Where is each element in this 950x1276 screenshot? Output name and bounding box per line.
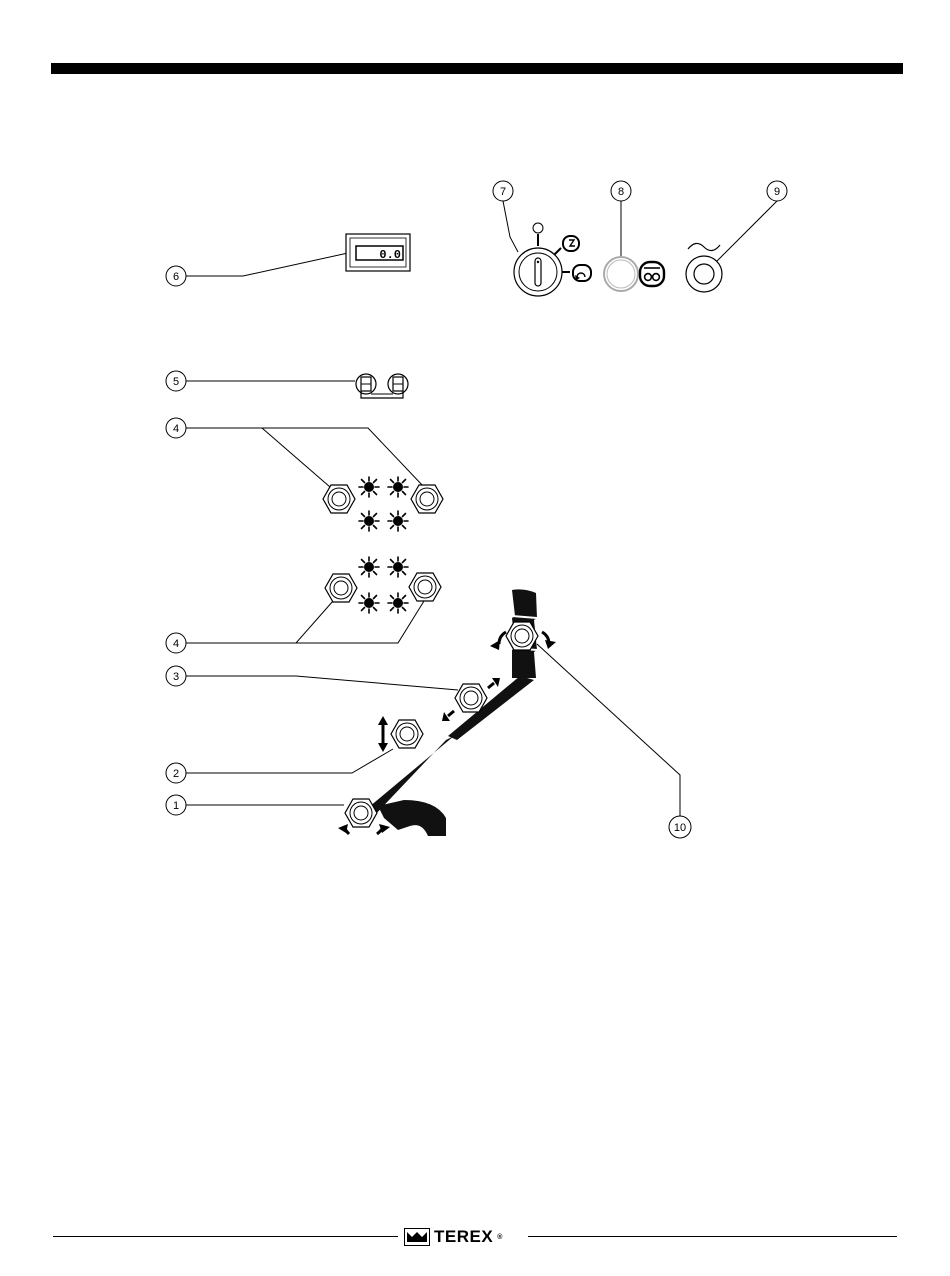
hour-meter-reading: 0.0 bbox=[379, 248, 401, 262]
base-rotate-button[interactable] bbox=[345, 799, 377, 827]
svg-text:2: 2 bbox=[173, 768, 179, 780]
work-light-icons-lower bbox=[359, 557, 408, 613]
leader-lines bbox=[186, 201, 777, 816]
work-light-icons-upper bbox=[359, 477, 408, 531]
svg-text:1: 1 bbox=[173, 800, 179, 812]
svg-text:4: 4 bbox=[173, 423, 179, 435]
callout-4-lower: 4 bbox=[166, 633, 186, 653]
svg-text:9: 9 bbox=[774, 186, 780, 198]
engine-start-icon bbox=[573, 265, 591, 281]
callout-5: 5 bbox=[166, 371, 186, 391]
svg-text:10: 10 bbox=[674, 822, 686, 834]
svg-text:7: 7 bbox=[500, 186, 506, 198]
key-switch[interactable] bbox=[514, 223, 570, 296]
svg-text:3: 3 bbox=[173, 671, 179, 683]
callout-1: 1 bbox=[166, 795, 186, 815]
hour-meter: 0.0 bbox=[346, 234, 410, 271]
horn-icon bbox=[688, 243, 720, 250]
dual-toggle-switch[interactable] bbox=[356, 374, 408, 398]
footer-rule-right bbox=[528, 1236, 897, 1237]
light-switch-lower-right[interactable] bbox=[409, 573, 441, 601]
light-switch-lower-left[interactable] bbox=[325, 574, 357, 602]
glow-plug-icon bbox=[640, 262, 664, 286]
callout-8: 8 bbox=[611, 181, 631, 201]
terex-logo: TEREX ® bbox=[404, 1227, 502, 1247]
svg-text:5: 5 bbox=[173, 376, 179, 388]
svg-text:4: 4 bbox=[173, 638, 179, 650]
up-down-arrows-icon bbox=[378, 716, 388, 752]
up-down-button[interactable] bbox=[391, 720, 423, 748]
callout-6: 6 bbox=[166, 266, 186, 286]
callout-10: 10 bbox=[669, 816, 691, 838]
brand-name: TEREX bbox=[434, 1227, 493, 1247]
callout-4-upper: 4 bbox=[166, 418, 186, 438]
registered-mark: ® bbox=[497, 1234, 502, 1241]
engine-on-icon bbox=[563, 236, 579, 251]
callout-3: 3 bbox=[166, 666, 186, 686]
callout-7: 7 bbox=[493, 181, 513, 201]
svg-text:6: 6 bbox=[173, 271, 179, 283]
glow-plug-indicator bbox=[604, 257, 638, 291]
light-switch-upper-right[interactable] bbox=[411, 485, 443, 513]
svg-text:8: 8 bbox=[618, 186, 624, 198]
terex-crown-icon bbox=[404, 1228, 430, 1246]
page-footer: TEREX ® bbox=[0, 1224, 950, 1248]
callout-2: 2 bbox=[166, 763, 186, 783]
horn-button[interactable] bbox=[686, 256, 722, 292]
footer-rule-left bbox=[53, 1236, 398, 1237]
light-switch-upper-left[interactable] bbox=[323, 485, 355, 513]
callout-9: 9 bbox=[767, 181, 787, 201]
